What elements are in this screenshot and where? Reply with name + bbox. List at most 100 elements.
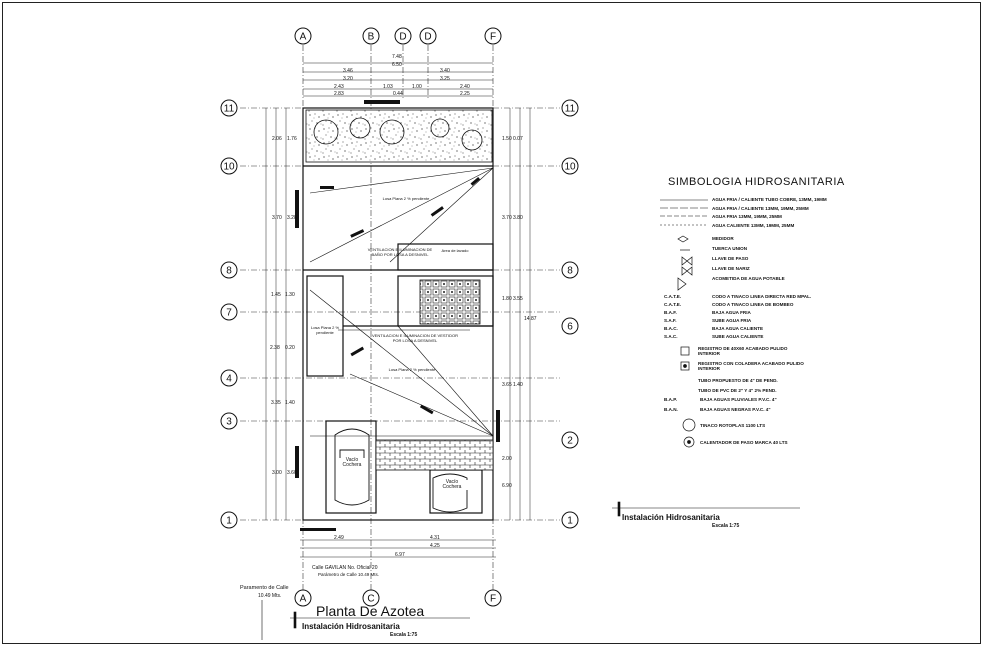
axis-top-4-label: F <box>490 32 496 43</box>
axis-bottom-1-bubble <box>362 589 380 607</box>
legend-register-0: REGISTRO DE 40X60 ACABADO PULIDO INTERIO… <box>698 346 788 356</box>
legend-code-text-2: BAJA AGUA FRIA <box>712 310 751 315</box>
dim-left-6: 2.38 <box>270 345 280 351</box>
legend-code-1: C.A.T.E. <box>664 302 682 307</box>
axis-left-4-bubble <box>220 369 238 387</box>
garden-area <box>305 109 493 163</box>
legend-line-0: AGUA FRIA / CALIENTE TUBO COBRE, 13MM, 1… <box>712 197 827 202</box>
axis-right-3-label: 6 <box>567 322 573 333</box>
dim-left-7: 0.20 <box>285 345 295 351</box>
stairs <box>419 279 481 325</box>
legend-bap-1: B.A.N. <box>664 407 678 412</box>
legend-circle-1: CALENTADOR DE PASO MARCA 40 LTS <box>700 440 788 445</box>
pipe-marks <box>295 100 500 531</box>
axis-top-3-bubble <box>419 27 437 45</box>
legend-symbols <box>677 235 696 448</box>
legend-code-4: B.A.C. <box>664 326 678 331</box>
building-walls <box>302 107 494 521</box>
dim-top-3: 3.40 <box>440 68 450 74</box>
legend-bap-text-0: BAJA AGUAS PLUVIALES P.V.C. 4" <box>700 397 777 402</box>
axis-right-3-bubble <box>561 317 579 335</box>
plan-scale: Escala 1:75 <box>390 632 418 638</box>
axis-bottom-2-bubble <box>484 589 502 607</box>
axis-top-0-label: A <box>300 32 307 43</box>
legend-line-2: AGUA FRIA 13MM, 19MM, 25MM <box>712 214 782 219</box>
legend-symbol-2: LLAVE DE PASO <box>712 256 749 261</box>
dim-left-3: 3.28 <box>287 215 297 221</box>
legend-symbol-0: MEDIDOR <box>712 236 734 241</box>
legend-register-1: REGISTRO CON COLADERA ACABADO PULIDO INT… <box>698 361 804 371</box>
dim-left-9: 1.40 <box>285 400 295 406</box>
legend-bap-0: B.A.P. <box>664 397 677 402</box>
legend-symbol-4: ACOMETIDA DE AGUA POTABLE <box>712 276 785 281</box>
legend-code-5: S.A.C. <box>664 334 678 339</box>
dim-top-7: 1.03 <box>383 84 393 90</box>
dim-bottom-0: 2.49 <box>334 535 344 541</box>
legend-symbol-3: LLAVE DE NARIZ <box>712 266 750 271</box>
shrubs <box>313 117 483 151</box>
dim-left-8: 3.35 <box>271 400 281 406</box>
axis-right-1-label: 10 <box>564 162 576 173</box>
legend-circle-0: TINACO ROTOPLAS 1100 LTS <box>700 423 766 428</box>
dim-top-6: 2.43 <box>334 84 344 90</box>
dim-right-8: 2.00 <box>502 456 512 462</box>
legend-title: SIMBOLOGIA HIDROSANITARIA <box>668 176 845 188</box>
legend-bap-text-1: BAJA AGUAS NEGRAS P.V.C. 4" <box>700 407 771 412</box>
legend-line-3: AGUA CALIENTE 13MM, 19MM, 25MM <box>712 222 795 228</box>
axis-right-5-label: 1 <box>567 516 573 527</box>
axis-left-1-label: 10 <box>223 162 235 173</box>
parametro-value: 10.49 Mts. <box>258 593 282 599</box>
legend-lines <box>261 199 800 640</box>
dim-left-2: 3.70 <box>272 215 282 221</box>
legend-line-1: AGUA FRIA / CALIENTE 13MM, 19MM, 25MM <box>712 205 809 211</box>
axis-left-0-bubble <box>220 99 238 117</box>
dim-left-1: 1.76 <box>287 136 297 142</box>
legend-note-1: TUBO DE PVC DE 2" Y 4" 2% PEND. <box>698 388 777 393</box>
axis-top-1-bubble <box>362 27 380 45</box>
dim-top-9: 2.40 <box>460 84 470 90</box>
legend-subtitle: Instalación Hidrosanitaria <box>622 513 720 522</box>
axis-left-1-bubble <box>220 157 238 175</box>
dim-bottom-3: 6.97 <box>395 552 405 558</box>
axis-top-2-label: D <box>399 32 406 43</box>
dim-right-10: 14.87 <box>524 316 537 322</box>
axis-right-1-bubble <box>561 157 579 175</box>
dim-top-8: 1.00 <box>412 84 422 90</box>
vent-note-2: VENTILACION E ILUMINACION DE VESTIDOR PO… <box>371 333 458 343</box>
losa-note-2: Losa Plana 2 % pendiente <box>310 325 340 335</box>
dim-right-0: 1.50 <box>502 136 512 142</box>
axis-bottom-1-label: C <box>367 594 374 605</box>
dimension-chains <box>265 62 531 558</box>
dim-right-6: 3.65 <box>502 382 512 388</box>
dim-top-11: 0.44 <box>393 91 403 97</box>
axis-top-0-bubble <box>294 27 312 45</box>
axis-right-4-bubble <box>561 431 579 449</box>
dim-left-11: 3.60 <box>287 470 297 476</box>
vacio-cochera-1: Vacío Cochera <box>336 458 368 468</box>
axis-right-2-bubble <box>561 261 579 279</box>
axis-bubbles <box>220 27 579 607</box>
axis-top-1-label: B <box>368 32 375 43</box>
dim-left-10: 3.00 <box>272 470 282 476</box>
axis-right-0-bubble <box>561 99 579 117</box>
axis-bottom-0-bubble <box>294 589 312 607</box>
legend-symbol-1: TUERCA UNION <box>712 246 748 251</box>
axis-top-2-bubble <box>394 27 412 45</box>
dim-right-3: 3.80 <box>513 215 523 221</box>
axis-left-0-label: 11 <box>224 104 235 115</box>
axis-left-5-bubble <box>220 412 238 430</box>
brick-roof <box>375 439 494 471</box>
legend-code-text-3: SUBE AGUA FRIA <box>712 318 752 323</box>
dim-right-4: 1.80 <box>502 296 512 302</box>
dim-top-5: 3.25 <box>440 76 450 82</box>
axis-left-2-label: 8 <box>226 266 232 277</box>
parametro-label: Paramento de Calle <box>240 585 289 591</box>
losa-note-3: Losa Plana 2 % pendiente <box>388 367 436 372</box>
dim-left-4: 1.45 <box>271 292 281 298</box>
dim-right-1: 0.07 <box>513 136 523 142</box>
dim-top-10: 2.83 <box>334 91 344 97</box>
axis-left-4-label: 4 <box>226 374 232 385</box>
dim-top-12: 2.25 <box>460 91 470 97</box>
vent-note-1: VENTILACION E ILUMINACION DE BAÑO POR LO… <box>367 247 433 257</box>
